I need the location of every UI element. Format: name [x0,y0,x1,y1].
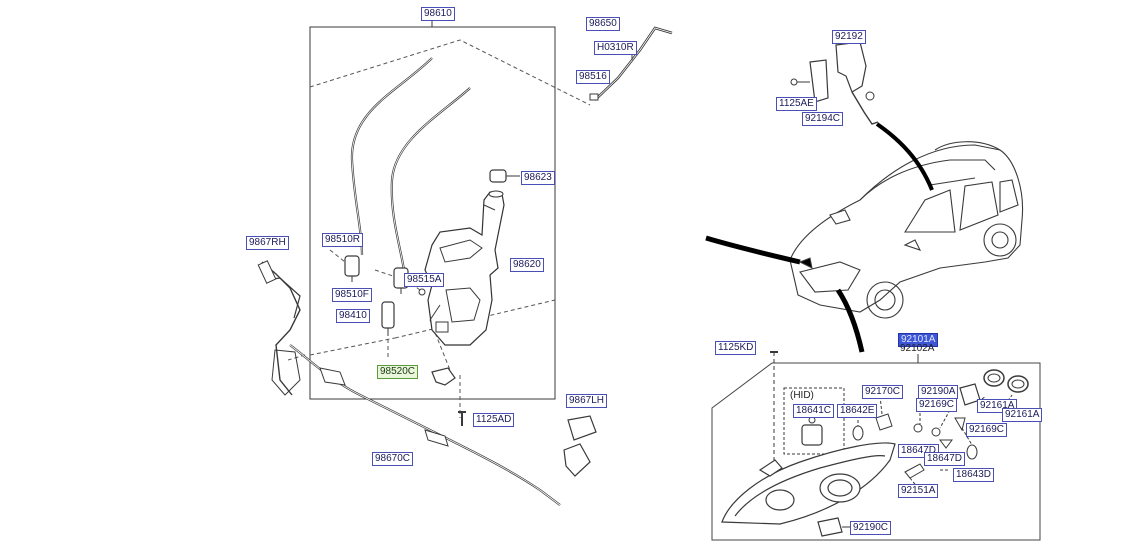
callout-98510r[interactable]: 98510R [322,233,364,247]
reservoir-cap-part [489,169,507,183]
callout-98620[interactable]: 98620 [510,258,544,272]
callout-98610[interactable]: 98610 [421,7,455,21]
callout-92170c[interactable]: 92170C [862,385,904,399]
label-hid: (HID) [790,390,814,401]
hid-group-box [783,387,845,455]
callout-98520c[interactable]: 98520C [377,365,419,379]
callout-98623[interactable]: 98623 [521,171,555,185]
callout-9867rh[interactable]: 9867RH [246,236,289,250]
label-92102a: 92102A [900,343,935,354]
callout-98510f[interactable]: 98510F [332,288,372,302]
vehicle-outline [789,141,1024,319]
callout-92161a-b[interactable]: 92161A [1002,408,1043,422]
reservoir-assy-frame [309,26,556,400]
leveling-bracket-part [790,41,879,125]
callout-92194c[interactable]: 92194C [802,112,844,126]
callout-h0310r[interactable]: H0310R [594,41,637,55]
callout-98410[interactable]: 98410 [336,309,370,323]
callout-1125ae[interactable]: 1125AE [776,97,817,111]
callout-92169c-a[interactable]: 92169C [916,398,958,412]
callout-92190c[interactable]: 92190C [850,521,892,535]
callout-98670c[interactable]: 98670C [372,452,414,466]
level-sensor-part [381,301,395,336]
callout-92190a[interactable]: 92190A [918,385,959,399]
reservoir-tank [424,191,505,346]
headlamp-assy-frame [711,362,1041,541]
callout-18641c[interactable]: 18641C [793,404,835,418]
callout-18647d-b[interactable]: 18647D [924,452,966,466]
callout-98515a[interactable]: 98515A [404,273,445,287]
callout-98516[interactable]: 98516 [576,70,610,84]
rear-pump-part [344,255,360,282]
washer-hose-98670c [289,344,561,506]
callout-92192[interactable]: 92192 [832,30,866,44]
callout-1125ad[interactable]: 1125AD [473,413,515,427]
callout-92169c-b[interactable]: 92169C [966,423,1008,437]
callout-1125kd[interactable]: 1125KD [715,341,757,355]
callout-92151a[interactable]: 92151A [898,484,939,498]
callout-9867lh[interactable]: 9867LH [566,394,608,408]
callout-98650[interactable]: 98650 [586,17,620,31]
nozzle-lh-part [563,415,597,477]
rear-washer-hose [350,57,433,256]
headlamp-housing [721,442,896,525]
callout-18642e[interactable]: 18642E [837,404,878,418]
callout-18643d[interactable]: 18643D [953,468,995,482]
callout-92101a[interactable]: 92101A [898,333,939,347]
